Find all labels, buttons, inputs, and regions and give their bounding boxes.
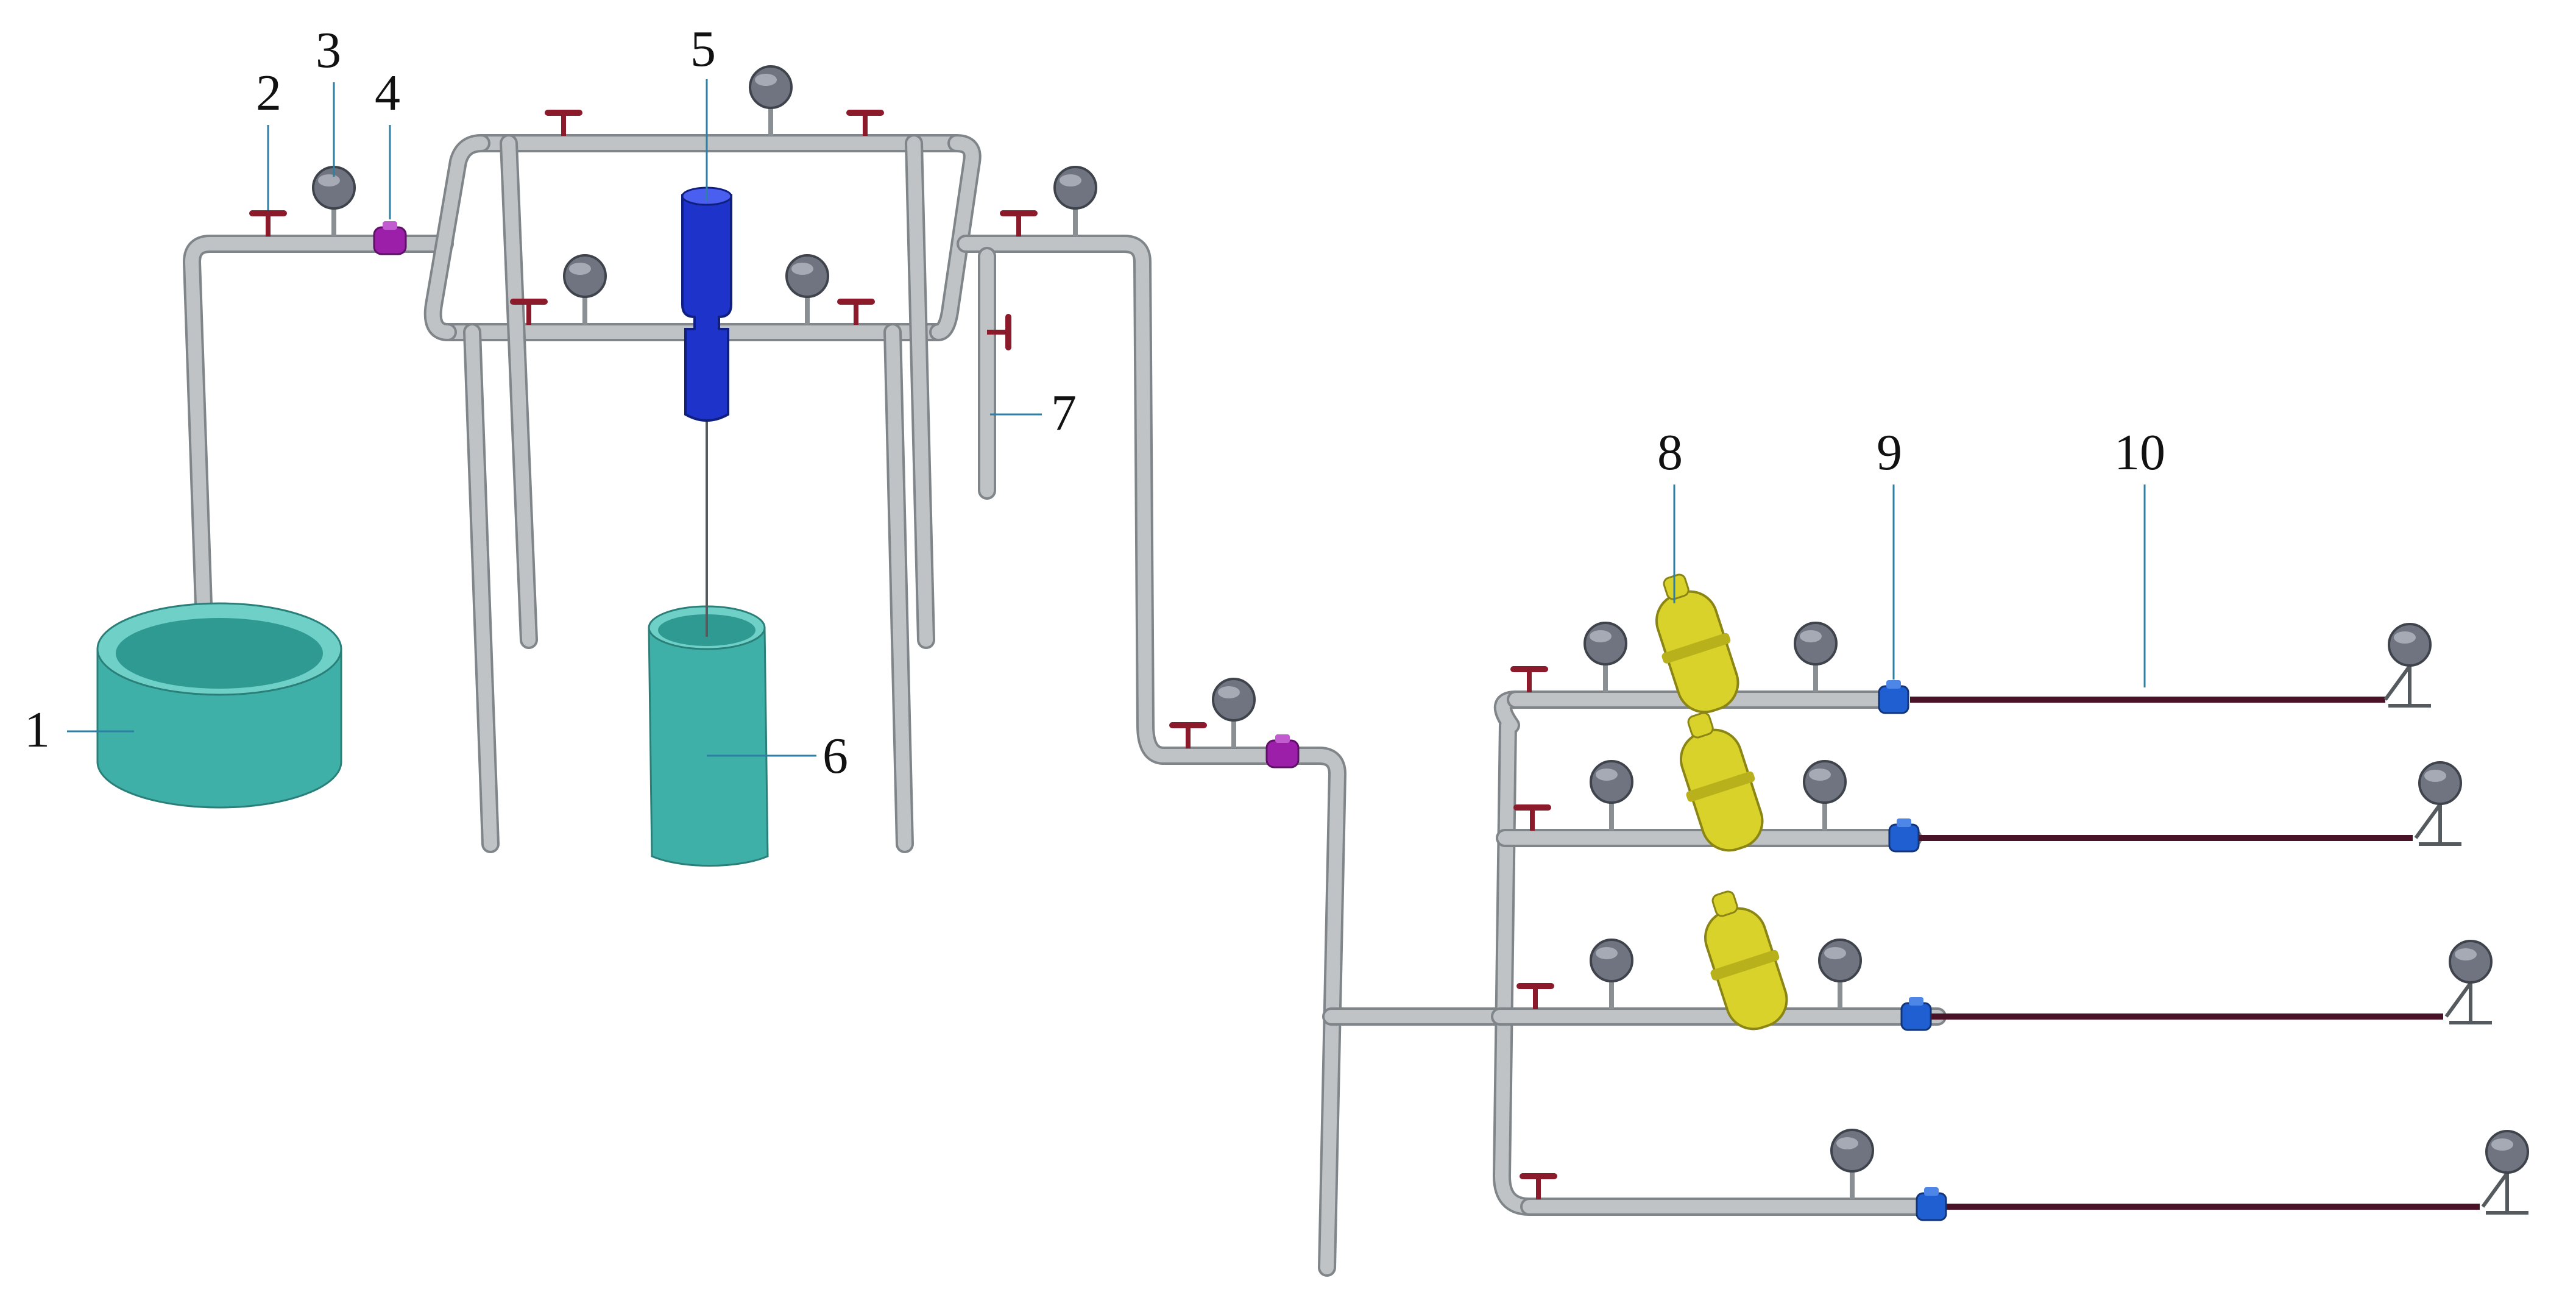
shutoff-valve-icon bbox=[1000, 210, 1038, 236]
shutoff-valve-icon bbox=[1513, 804, 1551, 831]
flow-meter-icon bbox=[1878, 680, 1909, 714]
shutoff-valve-icon bbox=[837, 299, 875, 325]
pressure-gauge-icon bbox=[1053, 166, 1097, 236]
bypass-valve-icon bbox=[987, 314, 1011, 350]
check-valves bbox=[373, 221, 1300, 768]
check-valve-icon bbox=[373, 221, 407, 255]
end-gauge-icon bbox=[2383, 623, 2432, 708]
measuring-cylinder bbox=[648, 605, 769, 867]
callout-labels: 1 2 3 4 5 6 7 8 9 10 bbox=[24, 21, 2165, 784]
shutoff-valve-icon bbox=[1520, 1173, 1557, 1199]
callout-10: 10 bbox=[2114, 424, 2165, 481]
pressure-gauge-icon bbox=[1803, 760, 1847, 831]
callout-3: 3 bbox=[316, 22, 341, 79]
pipe-network bbox=[183, 134, 1947, 1277]
callout-4: 4 bbox=[375, 65, 400, 121]
flow-meter-icon bbox=[1900, 997, 1932, 1031]
shutoff-valve-icon bbox=[846, 110, 884, 136]
flow-meters bbox=[1878, 680, 1947, 1221]
pressure-gauge-icon bbox=[312, 166, 356, 236]
callout-leaders bbox=[67, 79, 2146, 757]
water-tank bbox=[96, 602, 342, 809]
drip-tubes bbox=[1910, 697, 2480, 1210]
pressure-gauge-icon bbox=[1818, 939, 1862, 1009]
frame-leg-back-right bbox=[907, 137, 933, 647]
shutoff-valve-icon bbox=[545, 110, 582, 136]
end-gauges bbox=[2383, 623, 2529, 1215]
pressure-gauge-icon bbox=[1583, 622, 1627, 692]
callout-2: 2 bbox=[256, 65, 281, 121]
pressure-gauge-icon bbox=[1794, 622, 1838, 692]
pressure-gauges bbox=[312, 65, 1874, 1199]
shutoff-valve-icon bbox=[510, 299, 548, 325]
shutoff-valves bbox=[249, 110, 1557, 1199]
shutoff-valve-icon bbox=[1169, 722, 1207, 748]
shutoff-valve-icon bbox=[1510, 666, 1548, 692]
pressure-gauge-icon bbox=[1830, 1129, 1874, 1199]
frame-leg-back-left bbox=[502, 137, 536, 647]
callout-5: 5 bbox=[690, 21, 716, 77]
callout-6: 6 bbox=[823, 728, 848, 784]
filter-icon bbox=[1704, 890, 1788, 1031]
end-gauge-icon bbox=[2414, 761, 2462, 846]
pressure-gauge-icon bbox=[1590, 760, 1633, 831]
callout-9: 9 bbox=[1877, 424, 1902, 481]
callout-8: 8 bbox=[1657, 424, 1683, 481]
pressure-gauge-icon bbox=[749, 65, 793, 136]
end-gauge-icon bbox=[2481, 1130, 2529, 1215]
shutoff-valve-icon bbox=[1516, 983, 1554, 1009]
frame-leg-front-left bbox=[465, 325, 497, 851]
pressure-gauge-icon bbox=[1212, 678, 1256, 748]
pressure-gauge-icon bbox=[563, 254, 607, 325]
frame-left-side bbox=[426, 137, 488, 339]
callout-1: 1 bbox=[24, 701, 50, 758]
filter-icon bbox=[1679, 712, 1764, 852]
frame-leg-front-right bbox=[886, 325, 911, 851]
flow-meter-icon bbox=[1888, 818, 1920, 853]
frame-right-side bbox=[932, 137, 979, 339]
pressure-gauge-icon bbox=[785, 254, 829, 325]
suction-pipe bbox=[185, 237, 451, 683]
check-valve-icon bbox=[1265, 734, 1300, 768]
shutoff-valve-icon bbox=[249, 210, 287, 236]
pressure-gauge-icon bbox=[1590, 939, 1633, 1009]
pump bbox=[681, 186, 732, 422]
filter-icon bbox=[1655, 573, 1739, 714]
flow-meter-icon bbox=[1916, 1187, 1947, 1221]
discharge-pipe bbox=[959, 237, 1344, 1274]
filters bbox=[1655, 573, 1788, 1031]
end-gauge-icon bbox=[2444, 940, 2493, 1024]
callout-7: 7 bbox=[1051, 385, 1077, 441]
